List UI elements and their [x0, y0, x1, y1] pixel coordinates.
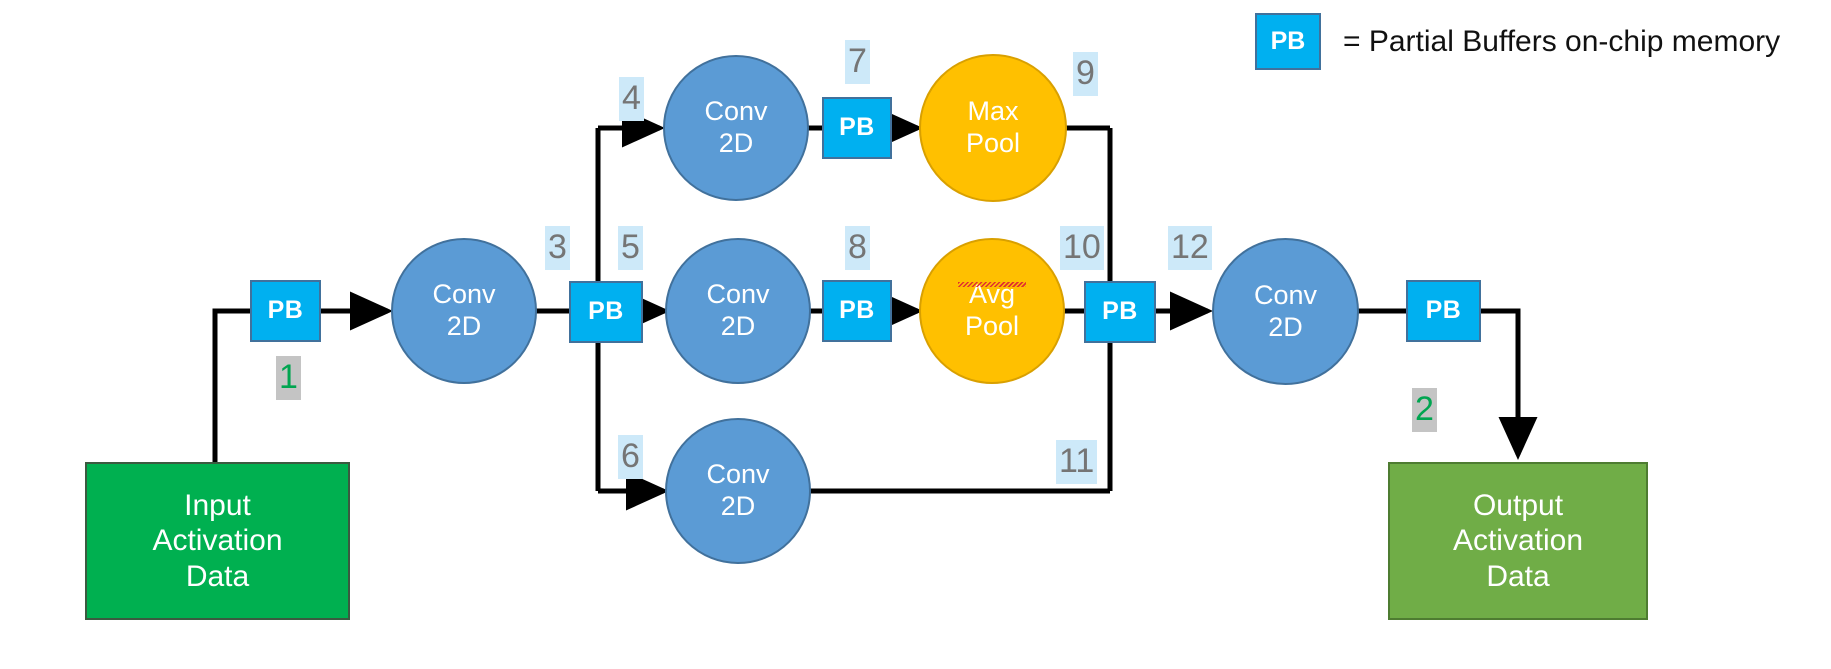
pb-box-output: PB [1406, 280, 1481, 342]
pb-box-top: PB [822, 97, 892, 159]
max-pool-node: Max Pool [919, 54, 1067, 202]
edge-label-9: 9 [1073, 52, 1098, 96]
edge-label-8: 8 [845, 226, 870, 270]
pb-label: PB [1425, 296, 1462, 325]
wire-input-to-pb-in [212, 308, 250, 462]
input-activation-data-box: Input Activation Data [85, 462, 350, 620]
node-line-2: Pool [964, 311, 1020, 341]
pb-box-branch: PB [569, 281, 643, 343]
edge-label-7: 7 [845, 40, 870, 84]
pb-label: PB [267, 296, 304, 325]
edge-label-3: 3 [545, 226, 570, 270]
conv2d-stem-node: Conv 2D [391, 238, 537, 384]
conv2d-mid-node: Conv 2D [665, 238, 811, 384]
pb-label: PB [839, 296, 875, 325]
node-line-2: 2D [1268, 311, 1303, 342]
node-line-2: 2D [718, 128, 754, 158]
node-line-1: Conv [704, 96, 768, 127]
pb-box-merge: PB [1084, 281, 1156, 343]
node-line-1: Conv [432, 279, 496, 310]
legend-pb-chip: PB [1255, 13, 1321, 70]
output-line-2: Activation [1452, 524, 1584, 558]
legend-description: = Partial Buffers on-chip memory [1343, 24, 1781, 58]
output-line-3: Data [1486, 559, 1550, 593]
pb-label: PB [1102, 297, 1138, 326]
edge-label-4: 4 [619, 77, 644, 121]
node-line-1: Conv [706, 459, 770, 490]
edge-label-1: 1 [276, 356, 301, 400]
node-line-1: Max [967, 96, 1019, 127]
input-line-1: Input [184, 488, 251, 522]
node-line-2: 2D [720, 311, 756, 341]
legend: PB = Partial Buffers on-chip memory [1255, 13, 1780, 70]
edge-label-2: 2 [1412, 388, 1437, 432]
conv2d-output-node: Conv 2D [1212, 238, 1359, 385]
input-line-2: Activation [152, 524, 283, 558]
output-activation-data-box: Output Activation Data [1388, 462, 1648, 620]
edge-label-11: 11 [1056, 440, 1098, 484]
node-line-1: Conv [1253, 279, 1318, 310]
conv2d-top-node: Conv 2D [663, 55, 809, 201]
node-line-2: 2D [720, 491, 756, 521]
avg-pool-node: Avg Pool [919, 238, 1065, 384]
edge-label-6: 6 [618, 435, 643, 479]
spellcheck-underline [958, 282, 1026, 287]
pb-label: PB [839, 113, 875, 142]
pb-label: PB [588, 297, 624, 326]
pb-box-mid: PB [822, 280, 892, 342]
edge-label-12: 12 [1168, 226, 1212, 270]
output-line-1: Output [1472, 488, 1564, 522]
node-line-1: Conv [706, 279, 770, 310]
node-line-2: 2D [446, 311, 482, 341]
wire-pb-out-to-output [1481, 308, 1538, 461]
edge-label-5: 5 [618, 226, 643, 270]
node-line-2: Pool [965, 128, 1021, 158]
conv2d-bottom-node: Conv 2D [665, 418, 811, 564]
legend-pb-label: PB [1270, 27, 1306, 55]
pb-box-input: PB [250, 280, 321, 342]
edge-label-10: 10 [1060, 226, 1104, 270]
input-line-3: Data [185, 559, 250, 593]
